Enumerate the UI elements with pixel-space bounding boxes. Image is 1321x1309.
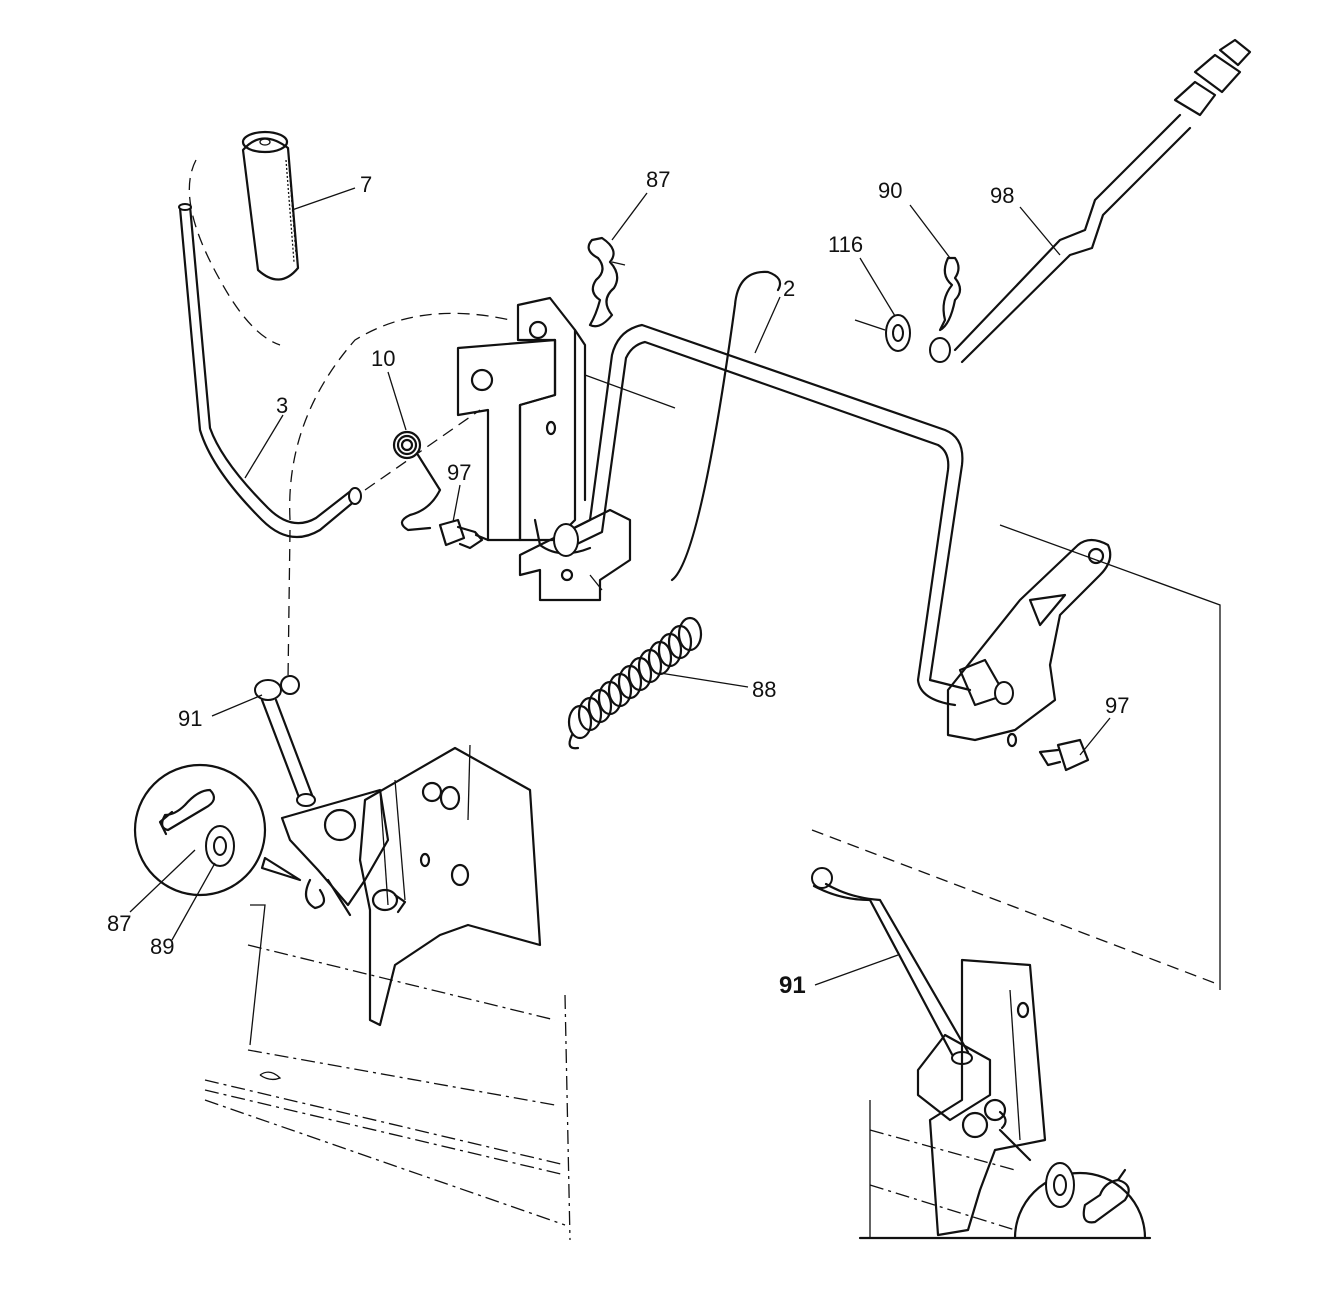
washer-part-116: [854, 314, 911, 352]
callout-91-left: 91: [178, 706, 202, 731]
bolt-part-left: [438, 518, 490, 550]
callout-3: 3: [276, 393, 288, 418]
deck-assembly-right: [869, 958, 1047, 1238]
leader-line: [244, 414, 284, 479]
leader-line: [1079, 717, 1111, 756]
leader-line: [754, 296, 781, 354]
callout-98: 98: [990, 183, 1014, 208]
leader-line: [387, 371, 407, 431]
lift-bracket: [456, 296, 676, 602]
link-rod-part-bottom: [811, 829, 1221, 1065]
leader-line: [1019, 206, 1061, 256]
leader-line: [859, 257, 896, 317]
leader-line: [611, 192, 648, 241]
detail-view-left: [133, 763, 302, 897]
lift-lever-rod-part: [178, 203, 362, 539]
callout-87-top: 87: [646, 167, 670, 192]
callout-10: 10: [371, 346, 395, 371]
bolt-part-right: [1038, 738, 1090, 772]
callout-97-left: 97: [447, 460, 471, 485]
clip-part-90: [938, 256, 962, 332]
callout-90: 90: [878, 178, 902, 203]
leader-line: [452, 484, 461, 523]
callout-91-bottom: 91: [779, 972, 806, 999]
leader-line: [171, 862, 216, 941]
extension-spring-part: [567, 270, 782, 750]
callout-88: 88: [752, 677, 776, 702]
callout-2: 2: [783, 276, 795, 301]
rod-with-fitting-part: [929, 38, 1252, 364]
detail-view-right: [998, 1128, 1147, 1240]
assembly-line: [287, 529, 291, 681]
lift-shaft-part: [553, 323, 972, 707]
handle-grip-part: [188, 130, 300, 346]
callout-7: 7: [360, 172, 372, 197]
assembly-line: [289, 312, 511, 521]
leader-line: [211, 694, 263, 717]
callout-116: 116: [828, 232, 863, 257]
deck-assembly-left: [204, 744, 571, 1241]
callout-89: 89: [150, 934, 174, 959]
leader-line: [291, 187, 356, 211]
leader-line: [659, 672, 749, 688]
leader-line: [129, 849, 196, 913]
torsion-spring-part: [392, 430, 442, 532]
assembly-line: [364, 409, 481, 491]
link-rod-part-left: [254, 675, 316, 807]
lift-bracket-right: [946, 524, 1221, 990]
leader-line: [814, 954, 899, 986]
callout-87-bottom: 87: [107, 911, 131, 936]
hairpin-clip-part-top: [587, 236, 626, 328]
leader-line: [909, 204, 951, 259]
callout-97-right: 97: [1105, 693, 1129, 718]
